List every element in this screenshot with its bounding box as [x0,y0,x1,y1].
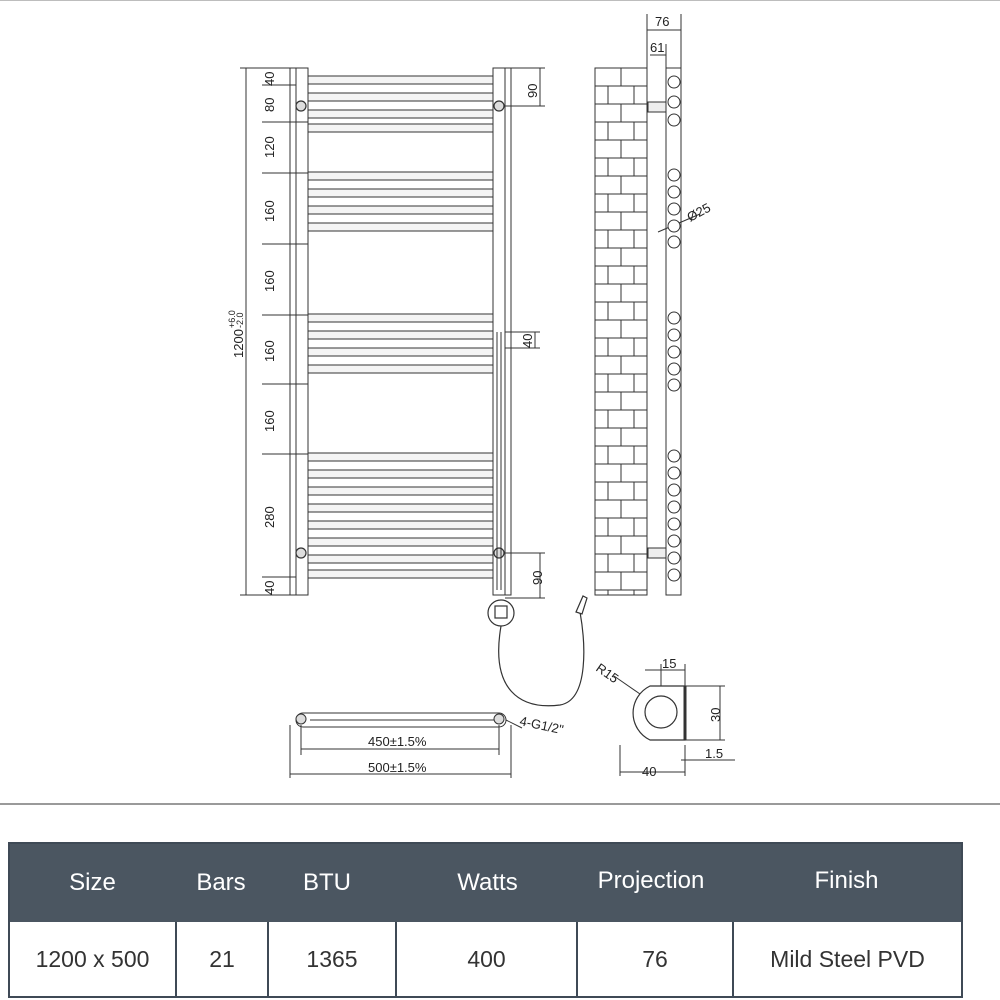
tube-profile [667,328,681,342]
towel-bar [307,569,494,579]
towel-bar [307,188,494,198]
towel-bar [307,347,494,357]
value-btu: 1365 [306,945,358,972]
towel-bar [307,123,494,133]
overall-height-tol-upper: +6.0 [227,310,237,328]
section-divider [0,803,1000,805]
value-size: 1200 x 500 [35,945,150,972]
top-border-line [0,0,1000,1]
column-divider [576,922,578,996]
towel-bar [307,537,494,547]
value-bars: 21 [209,945,235,972]
towel-bar [307,109,494,119]
brick-wall [594,67,648,596]
tube-profile [667,568,681,582]
dim-120: 120 [262,136,277,158]
column-divider [175,922,177,996]
towel-bar [307,452,494,462]
tube-profile [667,202,681,216]
dim-40-top: 40 [262,72,277,86]
dim-90-top: 90 [525,84,540,98]
towel-bar [307,503,494,513]
dim-76: 76 [655,14,669,29]
header-projection: Projection [597,867,705,894]
header-size: Size [69,869,116,896]
value-finish: Mild Steel PVD [770,945,925,972]
towel-bar [307,520,494,530]
tube-profile [667,362,681,376]
tube-profile [667,75,681,89]
dim-160-b: 160 [262,270,277,292]
tube-profile [667,449,681,463]
overall-height-label: 1200 [231,329,246,358]
technical-drawing: 40 80 120 160 160 160 160 280 40 1200 +6… [227,14,735,779]
tube-profile [667,311,681,325]
tube-profile [667,95,681,109]
tube-profile [667,517,681,531]
overall-width-label: 500±1.5% [368,760,427,775]
dim-40-element: 40 [520,334,535,348]
tube-diameter-label: Ø25 [684,200,713,225]
column-divider [395,922,397,996]
tube-profiles [667,75,681,582]
tube-profile [667,483,681,497]
value-watts: 400 [467,945,506,972]
overall-height-tol-lower: -2.0 [235,312,245,328]
header-btu: BTU [303,869,351,896]
dim-90-bottom: 90 [530,571,545,585]
value-projection: 76 [642,945,668,972]
towel-bar [307,222,494,232]
dim-160-c: 160 [262,340,277,362]
tube-profile [667,466,681,480]
towel-bar [307,486,494,496]
header-finish: Finish [814,867,879,894]
tube-profile [667,534,681,548]
towel-bar [307,364,494,374]
center-width-label: 450±1.5% [368,734,427,749]
detail-thickness-label: 1.5 [705,746,723,761]
towel-bar [307,75,494,85]
spec-table-header: Size Bars BTU Watts Projection Finish [10,844,961,922]
towel-bar [307,205,494,215]
detail-radius-label: R15 [593,660,621,686]
tube-profile [667,235,681,249]
tube-profile [667,168,681,182]
detail-width-label: 40 [642,764,656,779]
tube-profile [667,185,681,199]
spec-table: Size Bars BTU Watts Projection Finish 12… [8,842,963,998]
detail-height-label: 30 [708,708,723,722]
column-divider [732,922,734,996]
dim-80: 80 [262,98,277,112]
towel-bar [307,469,494,479]
towel-bar [307,171,494,181]
connections-label: 4-G1/2" [518,713,565,737]
tube-profile [667,345,681,359]
towel-bar [307,313,494,323]
tube-profile [667,113,681,127]
towel-bar [307,330,494,340]
header-bars: Bars [196,869,246,896]
dim-160-a: 160 [262,200,277,222]
column-divider [267,922,269,996]
tube-profile [667,500,681,514]
tube-profile [667,378,681,392]
header-watts: Watts [457,869,518,896]
tube-profile [667,551,681,565]
towel-bar [307,92,494,102]
dim-61: 61 [650,40,664,55]
detail-top-label: 15 [662,656,676,671]
towel-bar [307,554,494,564]
towel-bars [307,75,494,579]
tube-profile [667,219,681,233]
dim-280: 280 [262,506,277,528]
dim-40-bottom: 40 [262,581,277,595]
dim-160-d: 160 [262,410,277,432]
